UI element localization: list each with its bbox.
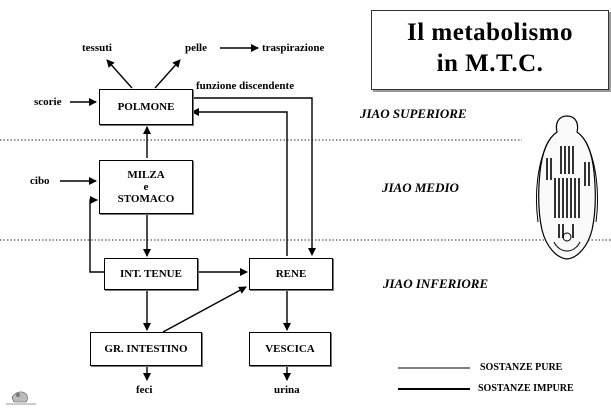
- legend-impure-label: SOSTANZE IMPURE: [478, 383, 574, 394]
- arrow-to-pelle: [154, 59, 181, 89]
- label-feci: feci: [136, 384, 153, 396]
- title-box: Il metabolismo in M.T.C.: [371, 10, 609, 90]
- label-scorie: scorie: [34, 96, 62, 108]
- label-pelle: pelle: [185, 42, 207, 54]
- box-gr-intestino: GR. INTESTINO: [90, 332, 202, 366]
- zone-jiao-medio: JIAO MEDIO: [382, 180, 459, 195]
- box-milza-stomaco: MILZA e STOMACO: [99, 160, 193, 214]
- zone-jiao-inferiore: JIAO INFERIORE: [383, 276, 489, 291]
- box-polmone: POLMONE: [99, 89, 193, 125]
- box-int-tenue: INT. TENUE: [104, 258, 198, 290]
- title-line-2: in M.T.C.: [436, 50, 544, 77]
- box-stomaco-label: STOMACO: [117, 193, 175, 205]
- label-funzione-discendente: funzione discendente: [196, 80, 295, 92]
- label-tessuti: tessuti: [82, 42, 112, 54]
- corner-logo: [6, 391, 36, 405]
- box-int-tenue-label: INT. TENUE: [120, 268, 182, 280]
- title-line-1: Il metabolismo: [406, 19, 574, 46]
- box-rene: RENE: [249, 258, 333, 290]
- zone-jiao-superiore: JIAO SUPERIORE: [360, 106, 467, 121]
- body-figure-illustration: [536, 115, 598, 260]
- arrow-to-tessuti: [106, 59, 133, 89]
- arrow-rene-polmone: [191, 108, 288, 256]
- arrow-intestino-rene: [162, 286, 247, 333]
- arrow-tenue-milza: [89, 196, 104, 273]
- box-milza-e-label: e: [143, 181, 149, 193]
- box-milza-label: MILZA: [127, 169, 165, 181]
- label-urina: urina: [274, 384, 300, 396]
- box-rene-label: RENE: [275, 268, 307, 280]
- box-vescica: VESCICA: [249, 332, 331, 366]
- arrow-funzione-discendente: [192, 97, 316, 256]
- box-polmone-label: POLMONE: [117, 101, 175, 113]
- label-cibo: cibo: [30, 175, 50, 187]
- label-traspirazione: traspirazione: [262, 42, 325, 54]
- box-gr-intestino-label: GR. INTESTINO: [104, 343, 188, 355]
- legend-pure-label: SOSTANZE PURE: [480, 362, 563, 373]
- box-vescica-label: VESCICA: [265, 343, 315, 355]
